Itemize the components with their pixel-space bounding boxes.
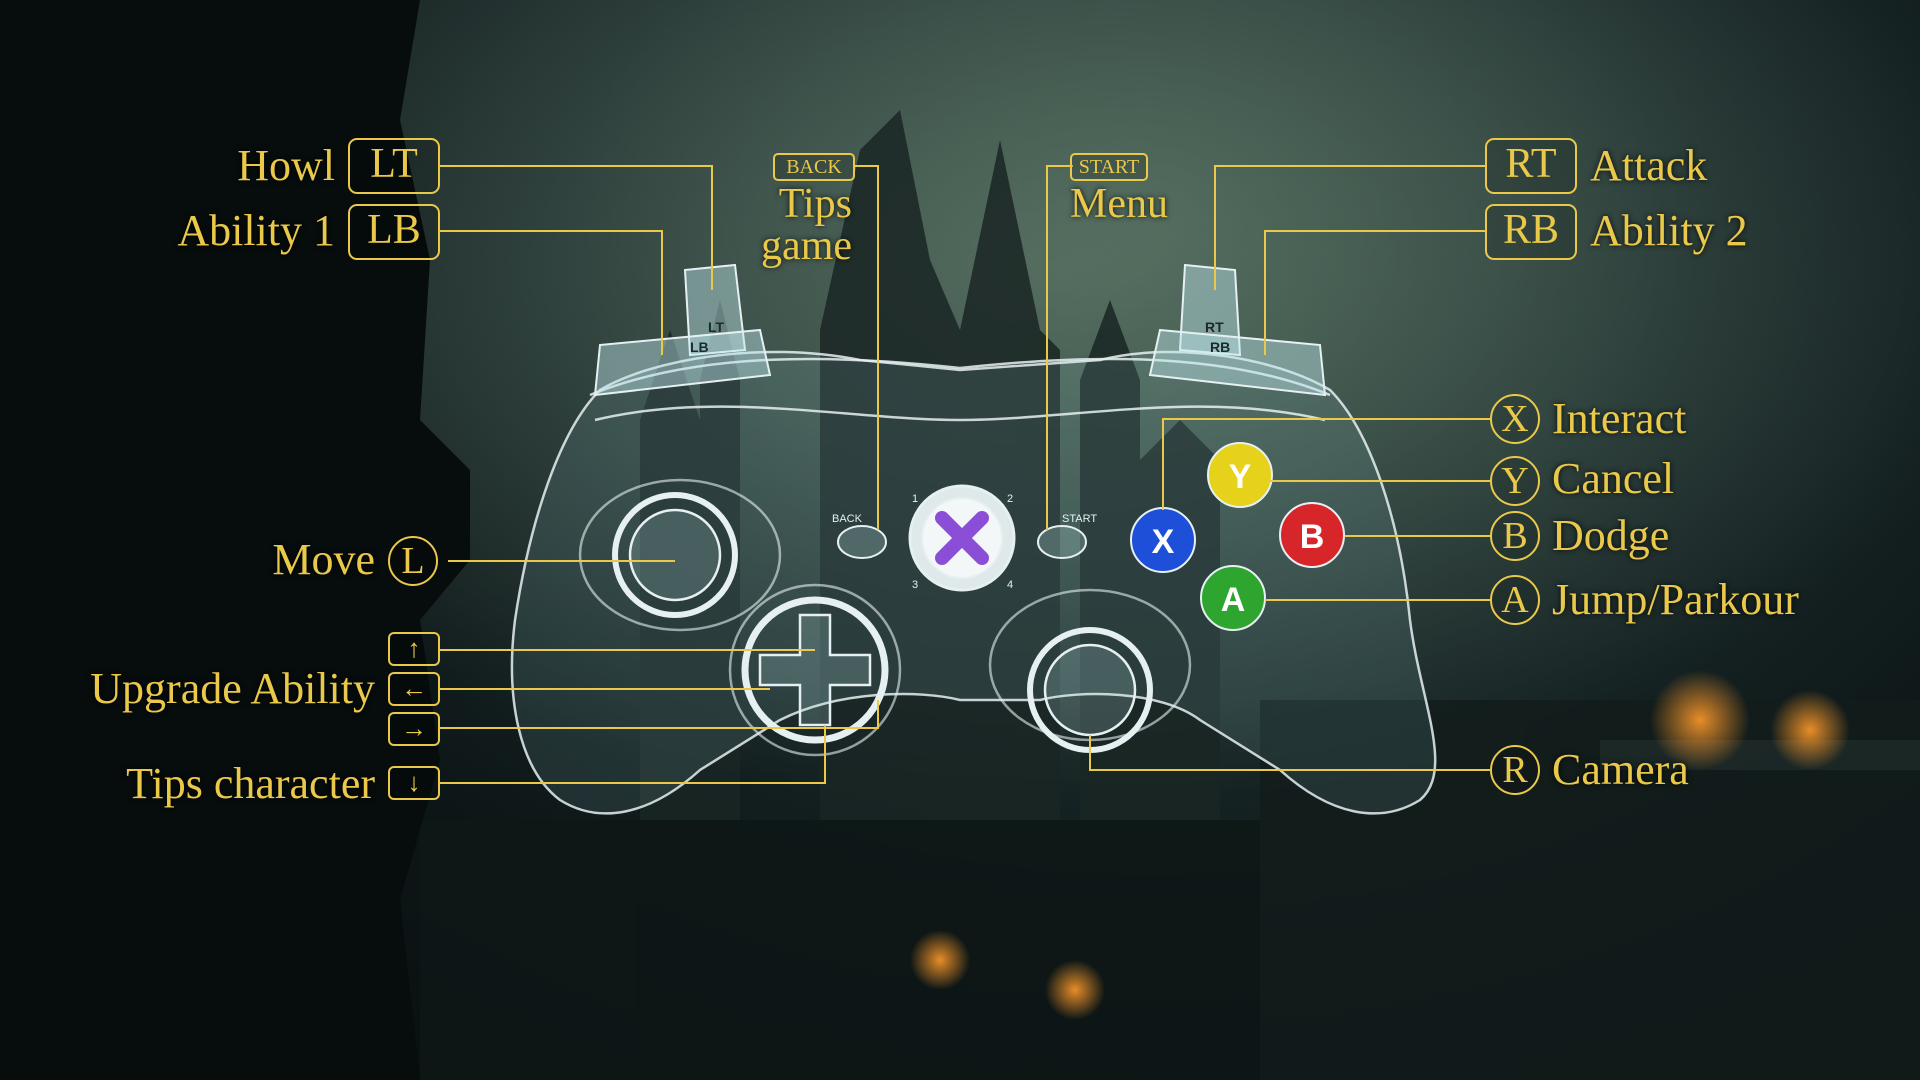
lb-trigger-shape	[593, 328, 772, 397]
svg-text:4: 4	[1007, 579, 1013, 591]
left-triggers	[593, 263, 772, 397]
svg-text:2: 2	[1007, 493, 1013, 505]
start-key-box: START	[1070, 153, 1148, 181]
dpad-right-key: →	[388, 712, 440, 746]
back-key-box: BACK	[773, 153, 855, 181]
face-letter-y: Y	[1229, 458, 1252, 496]
start-button-shape	[1037, 525, 1087, 559]
face-button-a	[1200, 565, 1266, 631]
dpad	[728, 583, 902, 757]
rb-key-box: RB	[1485, 204, 1577, 260]
face-button-y	[1207, 442, 1273, 508]
svg-text:1: 1	[912, 493, 918, 505]
guide-x-icon	[935, 511, 989, 565]
jump-parkour-label: Jump/Parkour	[1552, 575, 1799, 624]
upgrade-ability-label: Upgrade Ability	[90, 664, 375, 713]
face-button-b	[1279, 502, 1345, 568]
svg-text:3: 3	[912, 579, 918, 591]
lb-key-box: LB	[348, 204, 440, 260]
rt-trigger-text: RT	[1205, 319, 1224, 335]
camera-label: Camera	[1552, 745, 1689, 794]
attack-label: Attack	[1590, 141, 1708, 190]
back-small-text: BACK	[832, 513, 863, 525]
rb-trigger-shape	[1148, 328, 1327, 397]
l-stick-key: L	[388, 536, 438, 586]
tips-game-label-line1: Tips	[778, 181, 852, 227]
werewolf-silhouette	[0, 0, 470, 1080]
dpad-up-key: ↑	[388, 632, 440, 666]
menu-label: Menu	[1070, 181, 1168, 227]
a-button-key: A	[1490, 575, 1540, 625]
interact-label: Interact	[1552, 394, 1687, 443]
face-letter-x: X	[1152, 523, 1175, 561]
dodge-label: Dodge	[1552, 511, 1670, 560]
howl-label: Howl	[237, 141, 335, 190]
lt-key-box: LT	[348, 138, 440, 194]
ability-2-label: Ability 2	[1590, 206, 1748, 255]
start-small-text: START	[1062, 513, 1097, 525]
rb-trigger-text: RB	[1210, 339, 1230, 355]
back-button-shape	[837, 525, 887, 559]
right-triggers	[1148, 263, 1327, 397]
tips-game-label-line2: game	[761, 223, 852, 269]
left-stick	[578, 478, 782, 632]
move-label: Move	[272, 535, 375, 584]
rt-key-box: RT	[1485, 138, 1577, 194]
callout-lines	[440, 165, 1490, 784]
face-letter-a: A	[1221, 581, 1246, 619]
y-button-key: Y	[1490, 456, 1540, 506]
lt-trigger-text: LT	[708, 319, 725, 335]
torch-fires	[910, 670, 1850, 1020]
tips-character-label: Tips character	[126, 759, 375, 808]
ability-1-label: Ability 1	[177, 206, 335, 255]
face-letter-b: B	[1300, 518, 1325, 556]
r-stick-key: R	[1490, 745, 1540, 795]
cancel-label: Cancel	[1552, 454, 1675, 503]
lb-trigger-text: LB	[690, 339, 709, 355]
dpad-left-key: ←	[388, 672, 440, 706]
x-button-key: X	[1490, 394, 1540, 444]
face-buttons	[1130, 442, 1345, 631]
b-button-key: B	[1490, 511, 1540, 561]
dpad-down-key: ↓	[388, 766, 440, 800]
